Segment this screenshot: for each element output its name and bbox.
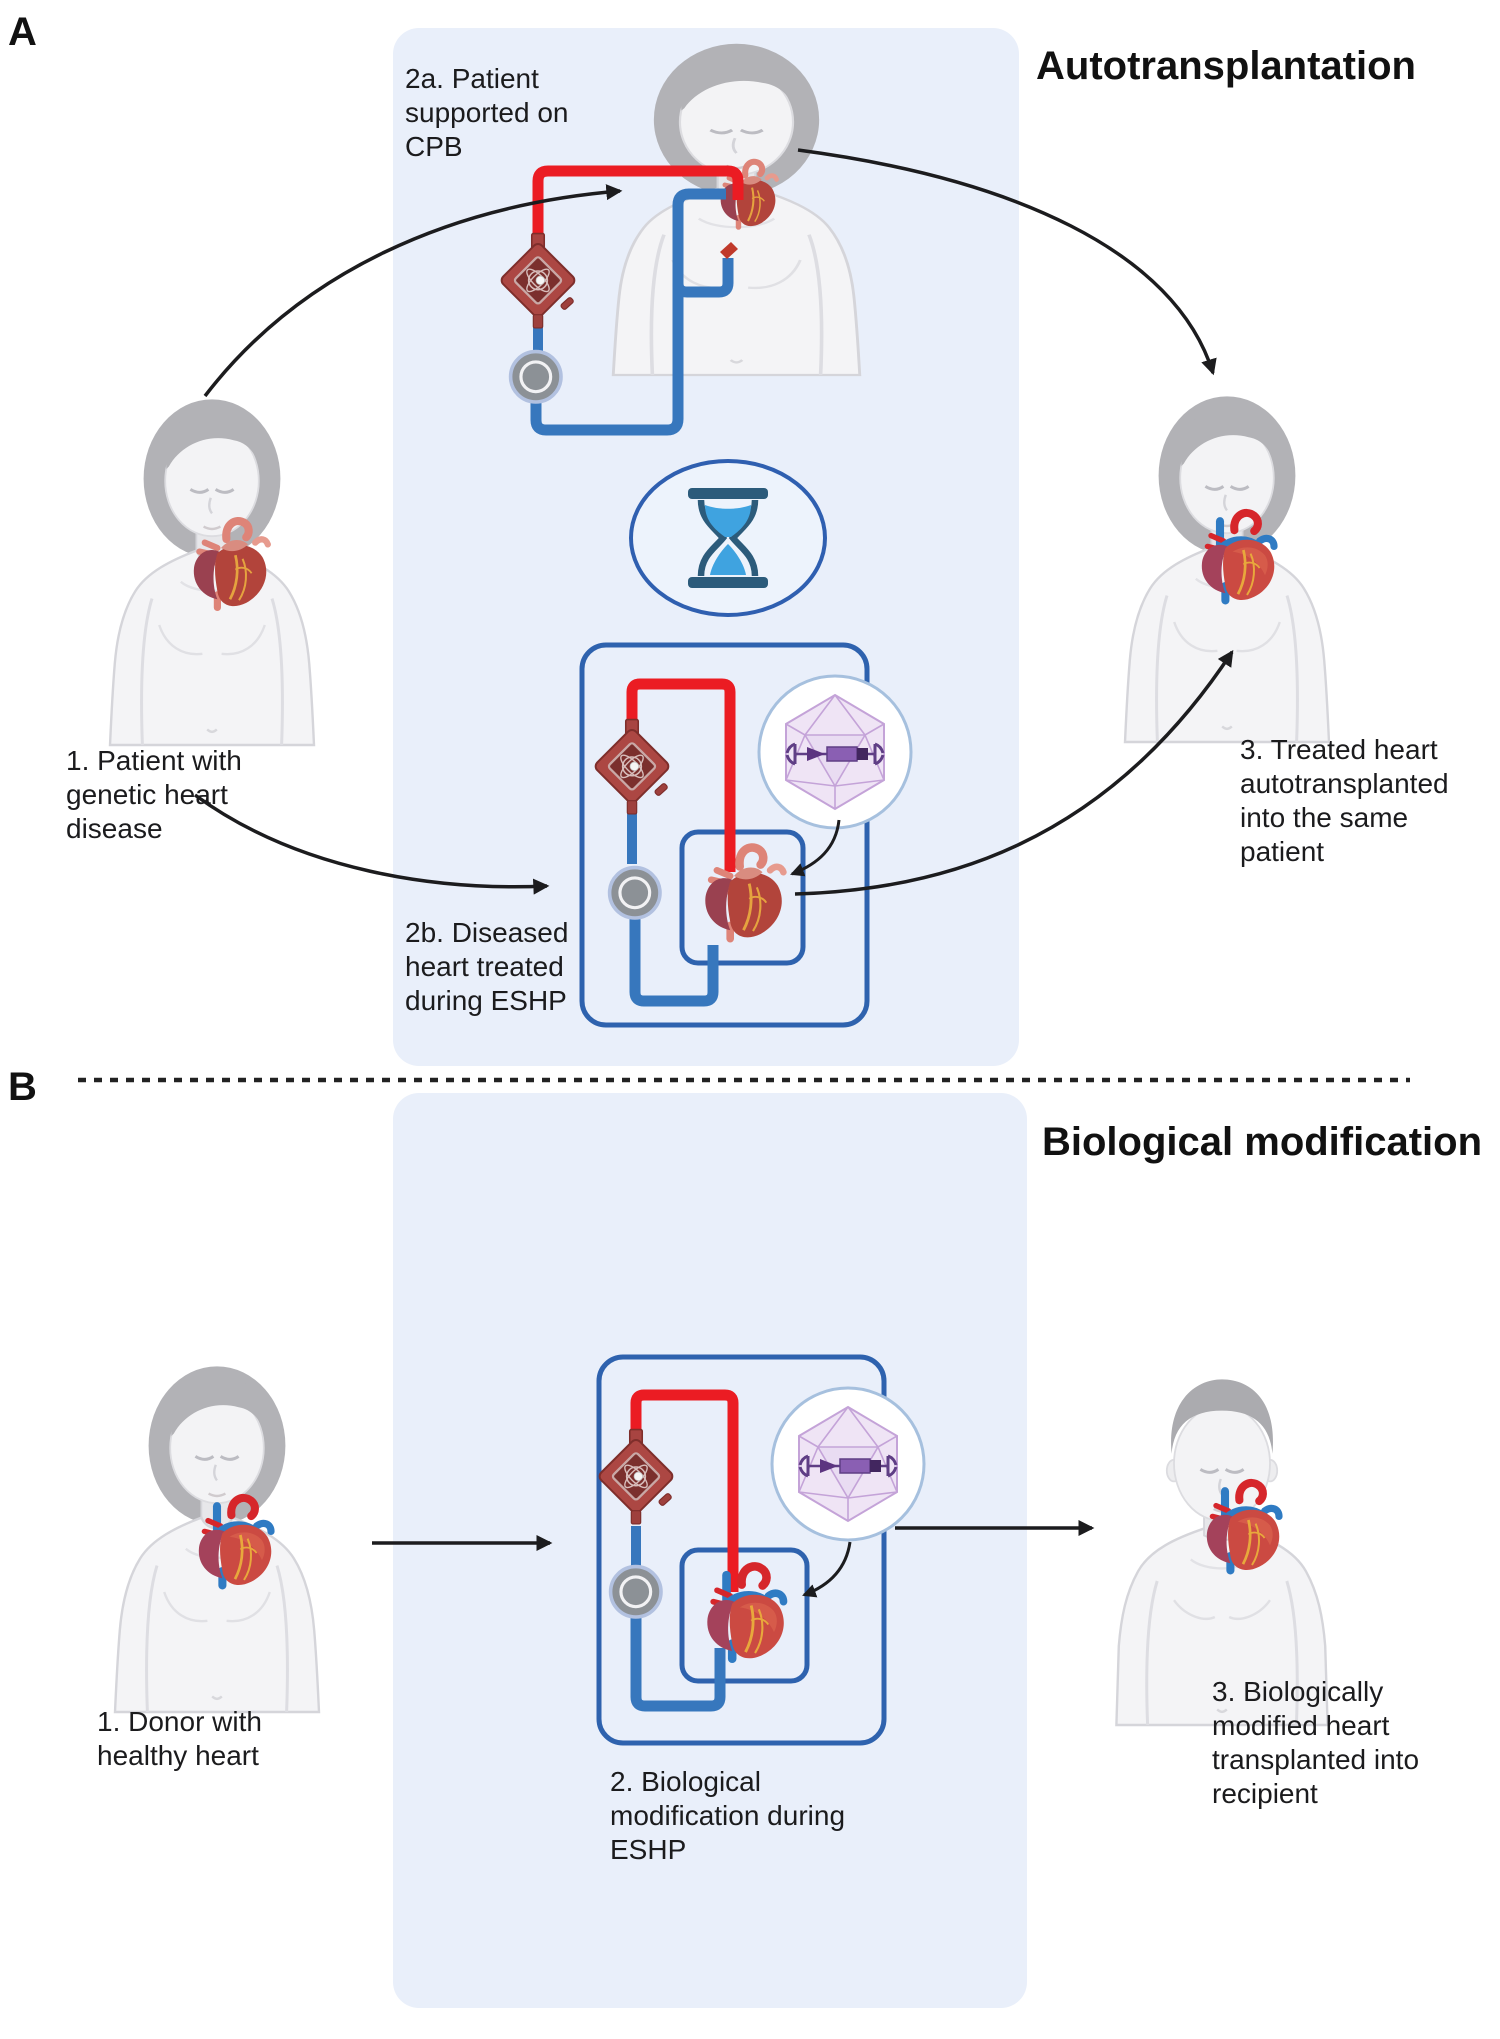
heart-chamber-box [679,829,806,966]
panel-b-title: Biological modification [1042,1120,1483,1164]
hourglass-ellipse [629,459,827,617]
panel-a-title: Autotransplantation [1036,44,1416,88]
pump-icon [596,1428,676,1526]
step-1a-label: 1. Patient with genetic heart disease [66,745,242,844]
step-1b-label: 1. Donor with healthy heart [97,1706,262,1771]
step-2b-label: 2b. Diseased heart treated during ESHP [405,917,569,1016]
heart-chamber-box [679,1547,810,1684]
step-2a-label: 2a. Patient supported on CPB [405,63,569,162]
arrow-patient1-to-eshp [193,793,550,895]
cpb-circuit [498,165,744,436]
arrow-eshp-to-patient3 [794,649,1234,896]
patient-on-cpb-figure [611,41,862,377]
panel-a-letter: A [8,10,37,54]
diseased-heart-icon [705,848,783,939]
arrow-patient1-to-cpb [203,184,623,398]
step-3b-label: 3. Biologically modified heart transplan… [1212,1676,1420,1809]
aav-vector-icon [770,1386,926,1542]
eshp-circuit-a [579,642,870,1028]
oxygenator-icon [508,349,563,404]
eshp-circuit-b [596,1354,887,1746]
oxygenator-icon [608,1564,663,1619]
healthy-heart-icon [707,1566,783,1658]
aav-vector-icon [757,674,913,830]
arrow-cpb-to-patient3 [797,148,1217,376]
arrow-aav-to-heart-b [802,1541,852,1598]
panel-b-letter: B [8,1065,37,1109]
step-3a-label: 3. Treated heart autotransplanted into t… [1240,734,1449,867]
chest-drain-icon [720,242,738,259]
arrow-aav-to-heart-a [790,819,841,877]
pump-icon [498,232,578,330]
step-2-label: 2. Biological modification during ESHP [610,1766,846,1865]
oxygenator-icon [607,865,662,920]
pump-icon [592,718,672,816]
